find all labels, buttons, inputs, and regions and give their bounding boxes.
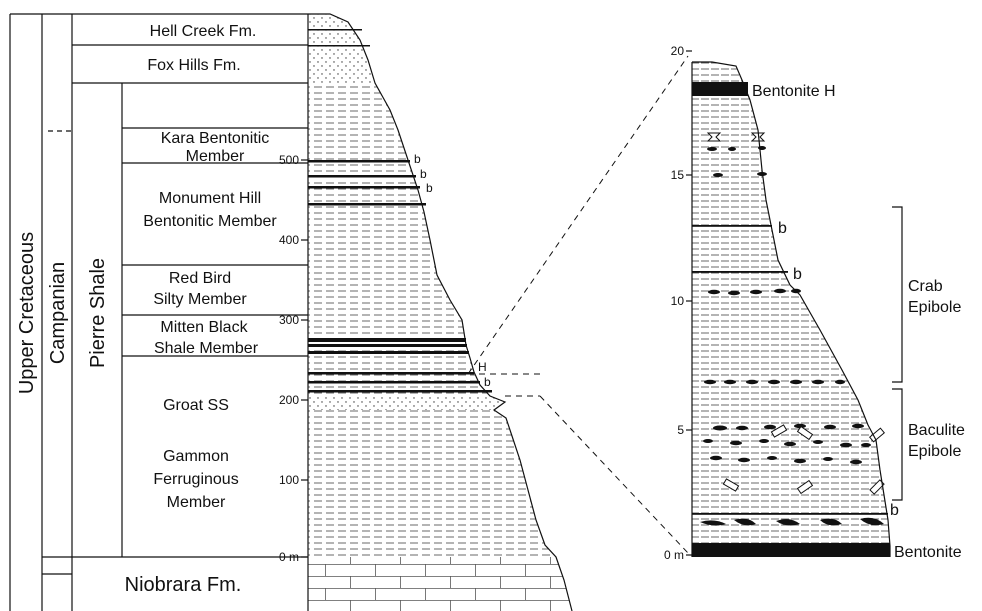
member-groat: Groat SS [163,397,229,414]
fox-hills-label: Fox Hills Fm. [147,57,240,74]
system-label: Upper Cretaceous [16,232,38,394]
left-scale-300: 300 [279,313,299,327]
right-scale-20: 20 [671,44,685,58]
left-bentonite-mark-2: b [420,167,427,181]
niobrara-label: Niobrara Fm. [125,574,242,596]
right-scale-15: 15 [671,168,685,182]
left-bentonite-mark-4: b [484,375,491,389]
column-frame [9,13,308,611]
bentonite-label: Bentonite [894,544,962,561]
left-bentonite-h-mark: H [478,360,487,374]
group-label: Pierre Shale [87,258,109,368]
member-redbird-line2: Silty Member [153,291,247,308]
crab-epibole-line2: Epibole [908,299,961,316]
member-mitten-line1: Mitten Black [160,319,248,336]
member-gammon-line3: Member [167,494,226,511]
member-gammon-line1: Gammon [163,448,229,465]
left-scale-500: 500 [279,153,299,167]
crab-epibole-bracket [892,206,903,383]
right-depth-scale: 20 15 10 5 0 m [664,44,692,562]
right-bentonite-mark-2: b [793,266,802,283]
left-scale-0: 0 m [279,550,299,564]
right-scale-10: 10 [671,294,685,308]
crab-epibole-line1: Crab [908,278,943,295]
hell-creek-label: Hell Creek Fm. [150,23,257,40]
member-mitten-line2: Shale Member [154,340,259,357]
member-kara-line2: Member [186,148,245,165]
right-scale-0: 0 m [664,548,684,562]
baculite-epibole-bracket [892,388,903,501]
stage-label: Campanian [47,262,69,364]
bentonite-h-label: Bentonite H [752,83,836,100]
right-bentonite-mark-3: b [890,502,899,519]
member-redbird-line1: Red Bird [169,270,231,287]
left-lithology-column [307,13,573,611]
member-monument-line2: Bentonitic Member [143,213,277,230]
right-lithology-column [691,61,891,557]
left-depth-scale: 500 400 300 200 100 0 m [279,153,308,564]
left-scale-100: 100 [279,473,299,487]
left-bentonite-mark-3: b [426,181,433,195]
left-scale-400: 400 [279,233,299,247]
member-gammon-line2: Ferruginous [153,471,238,488]
baculite-epibole-line1: Baculite [908,422,965,439]
right-scale-5: 5 [677,423,684,437]
left-scale-200: 200 [279,393,299,407]
connector-top [467,55,689,375]
right-bentonite-mark-1: b [778,220,787,237]
member-monument-line1: Monument Hill [159,190,261,207]
left-bentonite-mark-1: b [414,152,421,166]
connector-bottom-diag [539,395,689,554]
member-kara-line1: Kara Bentonitic [161,130,270,147]
baculite-epibole-line2: Epibole [908,443,961,460]
